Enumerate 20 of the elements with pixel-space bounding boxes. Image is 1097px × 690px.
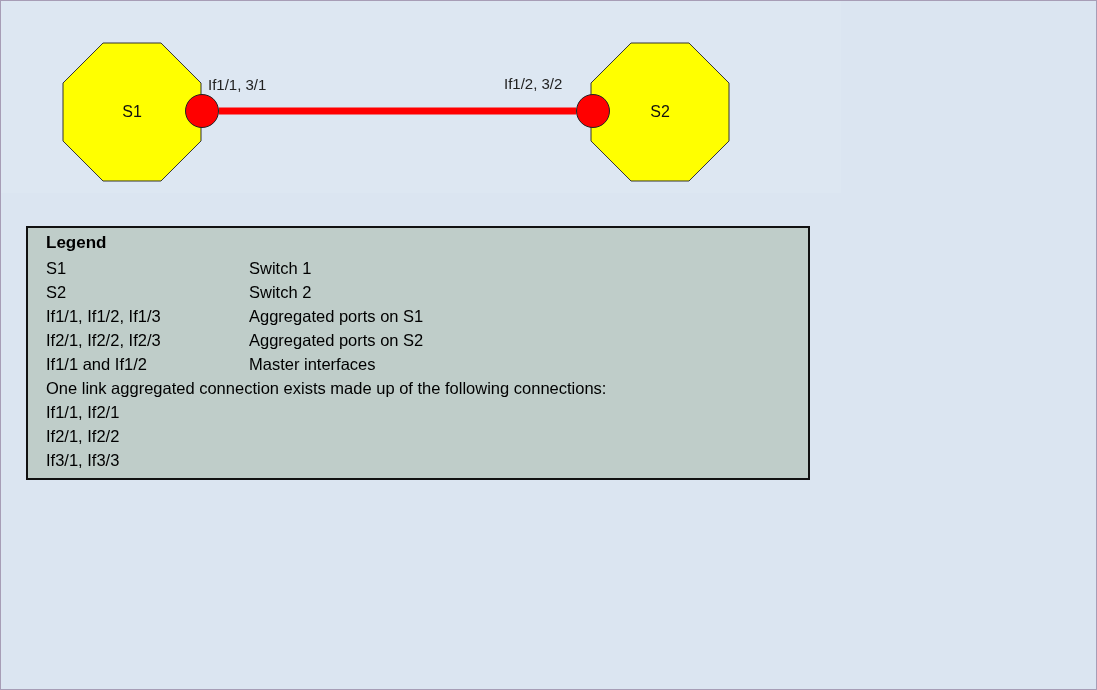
legend-text: If1/1 and If1/2	[46, 354, 147, 375]
legend-text: Master interfaces	[249, 354, 376, 375]
switch-label: S1	[122, 103, 142, 121]
legend-text: If3/1, If3/3	[46, 450, 120, 471]
legend-text: Switch 2	[249, 282, 312, 303]
port-label: If1/1, 3/1	[208, 76, 267, 93]
legend-text: S2	[46, 282, 67, 303]
legend-text: S1	[46, 258, 67, 279]
legend-text: If1/1, If1/2, If1/3	[46, 306, 161, 327]
legend-text: If2/1, If2/2	[46, 426, 120, 447]
port-label: If1/2, 3/2	[504, 75, 563, 92]
legend-heading: Legend	[46, 232, 107, 252]
legend-text: Aggregated ports on S1	[249, 306, 424, 327]
link-line	[219, 107, 576, 115]
legend-text: Switch 1	[249, 258, 312, 279]
legend-text: One link aggregated connection exists made up of the following connections:	[46, 378, 607, 399]
switch-label: S2	[650, 103, 670, 121]
legend-text: If2/1, If2/2, If2/3	[46, 330, 161, 351]
legend-text: If1/1, If2/1	[46, 402, 120, 423]
legend-text: Aggregated ports on S2	[249, 330, 424, 351]
